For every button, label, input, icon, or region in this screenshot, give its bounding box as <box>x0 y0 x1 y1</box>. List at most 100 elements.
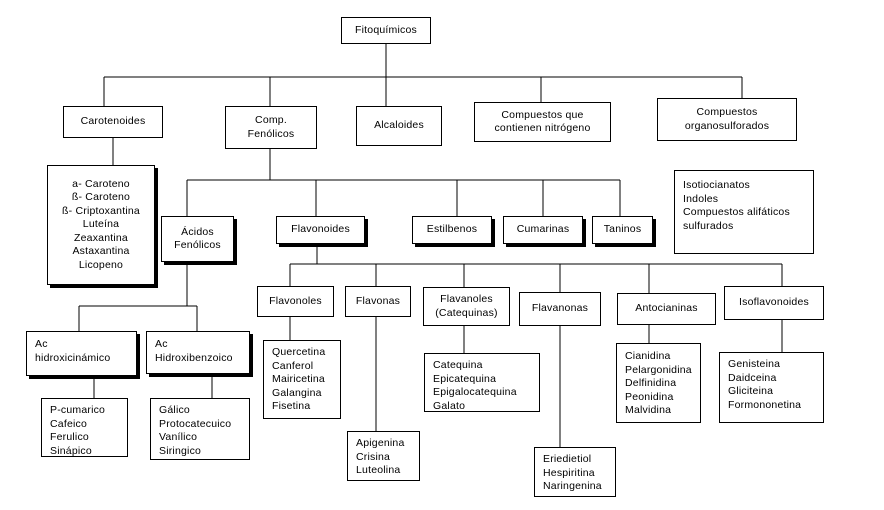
list-antocianinas: Cianidina Pelargonidina Delfinidina Peon… <box>616 343 701 423</box>
node-taninos: Taninos <box>592 216 653 244</box>
list-flavanoles: Catequina Epicatequina Epigalocatequina … <box>424 353 540 412</box>
node-antocianinas: Antocianinas <box>617 293 716 325</box>
list-item: Licopeno <box>78 258 124 271</box>
list-item: Ferulico <box>50 431 89 443</box>
list-item: Crisina <box>356 450 391 463</box>
list-item: Formononetina <box>728 398 802 411</box>
list-item: Apigenina <box>356 437 405 449</box>
node-label-line: Comp. <box>255 114 287 126</box>
node-isoflavonoides: Isoflavonoides <box>724 286 824 320</box>
list-item: Siringico <box>159 444 202 457</box>
list-item: Sinápico <box>50 444 92 457</box>
list-item: ß- Caroteno <box>71 191 131 204</box>
list-item: Mairicetina <box>272 373 325 385</box>
node-label: Flavonas <box>355 294 401 307</box>
node-cumarinas: Cumarinas <box>503 216 583 244</box>
node-compuestos-organosulfurados: Compuestos organosulforados <box>657 98 797 141</box>
list-item: Epicatequina <box>433 372 497 385</box>
node-flavonoles: Flavonoles <box>257 286 334 317</box>
list-flavanonas: Eriedietiol Hespiritina Naringenina <box>534 447 616 497</box>
list-item: Isotiocianatos <box>683 179 751 191</box>
node-label: Alcaloides <box>374 119 424 132</box>
node-label-line: Ácidos <box>181 225 214 238</box>
node-ac-hidroxicinamico: Ac hidroxicinámico <box>26 331 137 376</box>
node-ac-hidroxibenzoico: Ac Hidroxibenzoico <box>146 331 250 374</box>
node-label: Flavonoles <box>269 294 322 307</box>
list-item: Fisetina <box>272 400 311 412</box>
node-label-line: Hidroxibenzoico <box>155 351 233 364</box>
node-flavanonas: Flavanonas <box>519 292 601 326</box>
node-carotenoides: Carotenoides <box>63 106 163 138</box>
node-label: Isoflavonoides <box>739 296 809 309</box>
list-item: sulfurados <box>683 219 734 232</box>
list-item: Luteolina <box>356 464 401 476</box>
list-flavonas: Apigenina Crisina Luteolina <box>347 431 420 481</box>
node-label: Flavanonas <box>531 302 589 315</box>
node-fitoquimicos: Fitoquímicos <box>341 17 431 44</box>
node-label: Cumarinas <box>516 223 570 236</box>
list-item: Protocatecuico <box>159 417 232 430</box>
list-item: P-cumarico <box>50 404 106 416</box>
list-item: Naringenina <box>543 480 602 492</box>
node-label: Estilbenos <box>426 223 478 236</box>
list-item: Delfinidina <box>625 377 677 389</box>
node-comp-fenolicos: Comp. Fenólicos <box>225 106 317 149</box>
connector-acidos <box>78 262 198 331</box>
connector-flavonoides <box>289 244 783 293</box>
node-label: Taninos <box>603 223 642 236</box>
list-item: Cafeico <box>50 417 88 430</box>
list-item: Pelargonidina <box>625 363 692 376</box>
list-organosulfurados: Isotiocianatos Indoles Compuestos alifát… <box>674 170 814 254</box>
list-item: Astaxantina <box>72 245 130 258</box>
list-item: Catequina <box>433 359 483 371</box>
node-label-line: Compuestos <box>696 106 758 118</box>
list-item: Compuestos alifáticos <box>683 206 790 218</box>
node-flavonas: Flavonas <box>345 286 411 317</box>
node-label-line: Compuestos que <box>501 108 584 121</box>
node-label-line: Ac <box>155 338 168 350</box>
list-hidroxibenzoico: Gálico Protocatecuico Vanílico Siringico <box>150 398 250 460</box>
node-label-line: contienen nitrógeno <box>494 122 591 134</box>
list-item: Canferol <box>272 359 314 372</box>
node-flavanoles: Flavanoles (Catequinas) <box>423 287 510 326</box>
list-item: Gálico <box>159 404 190 416</box>
node-label-line: Flavanoles <box>440 293 493 305</box>
list-item: Vanílico <box>159 431 198 443</box>
list-isoflavonoides: Genisteina Daidceina Gliciteina Formonon… <box>719 352 824 423</box>
list-hidroxicinamico: P-cumarico Cafeico Ferulico Sinápico <box>41 398 128 457</box>
list-item: Luteína <box>82 218 120 231</box>
node-label: Fitoquímicos <box>355 23 417 36</box>
node-label-line: Fenólicos <box>174 239 221 251</box>
list-item: ß- Criptoxantina <box>62 204 140 217</box>
list-item: a- Caroteno <box>72 177 130 190</box>
list-item: Zeaxantina <box>74 231 128 244</box>
list-item: Genisteina <box>728 358 781 370</box>
node-compuestos-nitrogeno: Compuestos que contienen nitrógeno <box>474 102 611 142</box>
node-acidos-fenolicos: Ácidos Fenólicos <box>161 216 234 262</box>
list-carotenoides: a- Caroteno ß- Caroteno ß- Criptoxantina… <box>47 165 155 285</box>
list-item: Epigalocatequina <box>433 386 517 398</box>
list-item: Malvidina <box>625 404 672 416</box>
list-item: Indoles <box>683 192 719 205</box>
list-item: Hespiritina <box>543 466 595 479</box>
list-item: Galangina <box>272 386 322 399</box>
list-flavonoles: Quercetina Canferol Mairicetina Galangin… <box>263 340 341 419</box>
node-flavonoides: Flavonoides <box>276 216 365 244</box>
node-label-line: (Catequinas) <box>435 306 498 319</box>
node-label-line: Ac <box>35 338 48 350</box>
list-item: Daidceina <box>728 371 777 384</box>
list-item: Gliciteina <box>728 385 774 397</box>
node-label: Carotenoides <box>80 115 146 128</box>
list-item: Cianidina <box>625 350 671 362</box>
node-label: Antocianinas <box>635 302 698 315</box>
connector-fenolicos <box>186 148 621 216</box>
list-item: Eriedietiol <box>543 453 592 465</box>
node-estilbenos: Estilbenos <box>412 216 492 244</box>
list-item: Quercetina <box>272 346 326 358</box>
connector-root <box>103 43 743 106</box>
node-label: Flavonoides <box>291 223 350 236</box>
list-item: Peonidina <box>625 390 674 403</box>
node-label-line: Fenólicos <box>247 127 295 140</box>
